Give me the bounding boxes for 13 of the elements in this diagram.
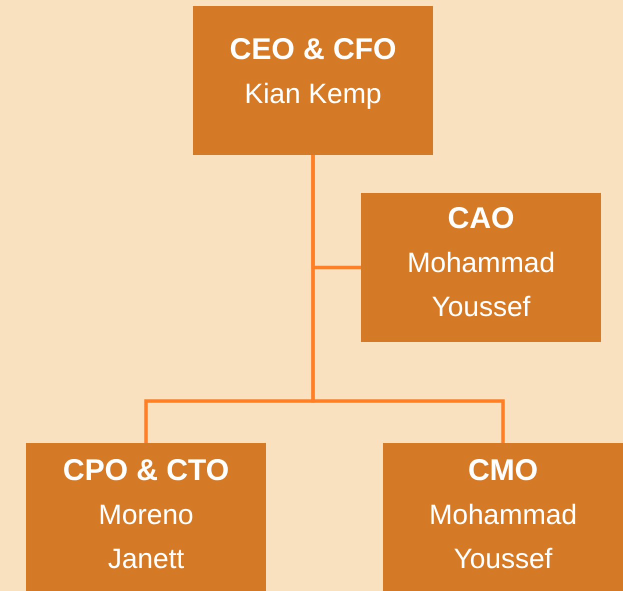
- org-box: [383, 443, 623, 591]
- org-box: [361, 193, 601, 342]
- person-name: Kian Kemp: [244, 77, 382, 111]
- role-title: CMO: [468, 453, 538, 489]
- org-box: [193, 6, 433, 155]
- person-name: Mohammad Youssef: [406, 246, 556, 324]
- person-name: Moreno Janett: [98, 498, 194, 576]
- connector-line: [311, 155, 505, 443]
- org-box: [26, 443, 266, 591]
- person-name: Mohammad Youssef: [428, 498, 578, 576]
- role-title: CAO: [448, 201, 514, 237]
- role-title: CEO & CFO: [230, 32, 396, 68]
- role-title: CPO & CTO: [62, 453, 230, 489]
